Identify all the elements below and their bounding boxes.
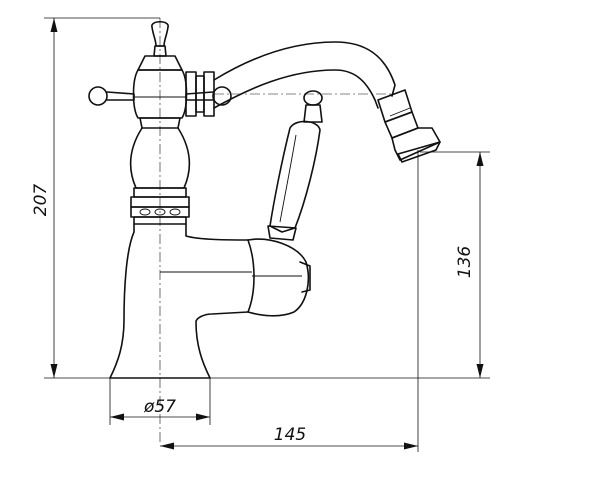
aerator bbox=[377, 89, 441, 163]
dim-spout-reach: 145 bbox=[160, 425, 418, 450]
faucet-outline bbox=[88, 18, 441, 445]
side-lever bbox=[267, 90, 323, 241]
spout-height-label: 136 bbox=[455, 246, 475, 279]
total-height-label: 207 bbox=[31, 184, 51, 217]
valve-housing bbox=[247, 238, 310, 317]
dim-base-diameter: ø57 bbox=[109, 378, 211, 425]
base-diameter-label: ø57 bbox=[143, 397, 176, 417]
dim-spout-height: 136 bbox=[420, 151, 490, 378]
decorative-rings bbox=[130, 187, 190, 225]
spout-reach-label: 145 bbox=[274, 425, 306, 445]
spout bbox=[213, 41, 396, 109]
main-body bbox=[109, 223, 249, 379]
cross-handle bbox=[88, 20, 232, 119]
dim-total-height: 207 bbox=[31, 17, 160, 379]
